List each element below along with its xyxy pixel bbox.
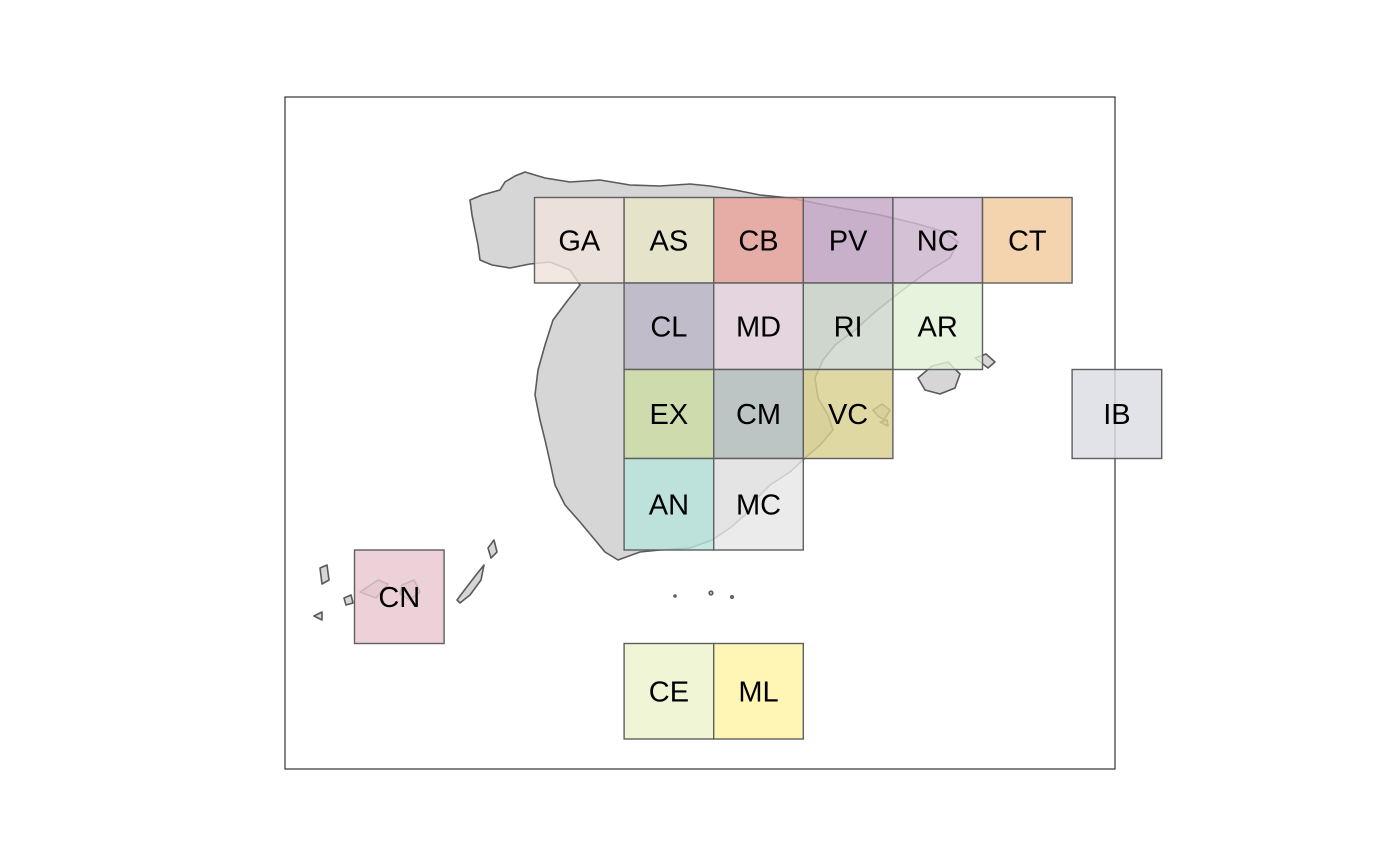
tile-rect (623, 282, 715, 371)
tile-label: CL (650, 311, 687, 343)
tile-label: GA (558, 225, 601, 257)
tile-rect (892, 282, 984, 371)
tile-rect (713, 642, 805, 740)
tile-label: NC (917, 225, 959, 257)
tile-label: MD (736, 311, 781, 343)
tile-ml: ML (713, 642, 805, 740)
tile-ar: AR (892, 282, 984, 371)
tile-label: CE (649, 676, 689, 708)
tile-cl: CL (623, 282, 715, 371)
tile-rect (623, 457, 715, 551)
tile-mc: MC (713, 457, 805, 551)
tile-ib: IB (1071, 368, 1163, 460)
tile-label: VC (828, 399, 868, 431)
tile-ce: CE (623, 642, 715, 740)
tile-rect (353, 549, 445, 645)
tile-label: CB (738, 225, 778, 257)
tile-rect (802, 368, 894, 460)
la-palma-island (319, 564, 330, 585)
tile-vc: VC (802, 368, 894, 460)
tile-label: IB (1103, 399, 1130, 431)
fuerteventura-island (456, 564, 485, 604)
lanzarote-island (487, 539, 498, 559)
small-islet (673, 594, 677, 598)
tile-ex: EX (623, 368, 715, 460)
tile-rect (713, 368, 805, 460)
tile-rect (802, 196, 894, 284)
tile-md: MD (713, 282, 805, 371)
tile-label: CM (736, 399, 781, 431)
tile-label: PV (829, 225, 868, 257)
alboran-islet (708, 590, 714, 596)
tile-ga: GA (533, 196, 625, 284)
tile-pv: PV (802, 196, 894, 284)
tile-rect (533, 196, 625, 284)
tile-cn: CN (353, 549, 445, 645)
tile-rect (802, 282, 894, 371)
tile-rect (623, 368, 715, 460)
el-hierro-island (313, 611, 323, 621)
tile-label: EX (650, 399, 689, 431)
tile-rect (1071, 368, 1163, 460)
tile-rect (623, 642, 715, 740)
tile-label: AS (650, 225, 689, 257)
tile-label: CT (1008, 225, 1047, 257)
tile-label: ML (738, 676, 778, 708)
tile-rect (892, 196, 984, 284)
tile-label: AR (918, 311, 958, 343)
tile-label: RI (834, 311, 863, 343)
tile-nc: NC (892, 196, 984, 284)
chafarinas-islet (729, 594, 734, 599)
tile-label: CN (378, 582, 420, 614)
tile-cm: CM (713, 368, 805, 460)
tile-ct: CT (981, 196, 1073, 284)
tile-rect (713, 457, 805, 551)
tile-label: MC (736, 489, 781, 521)
tile-an: AN (623, 457, 715, 551)
tile-grid: GA AS CB PV NC CT CL MD RI AR EX CM VC IB AN MC CN CE ML (353, 196, 1163, 740)
tile-rect (713, 282, 805, 371)
tile-as: AS (623, 196, 715, 284)
tile-rect (981, 196, 1073, 284)
tile-cb: CB (713, 196, 805, 284)
tile-label: AN (649, 489, 689, 521)
la-gomera-island (343, 594, 354, 606)
tile-ri: RI (802, 282, 894, 371)
